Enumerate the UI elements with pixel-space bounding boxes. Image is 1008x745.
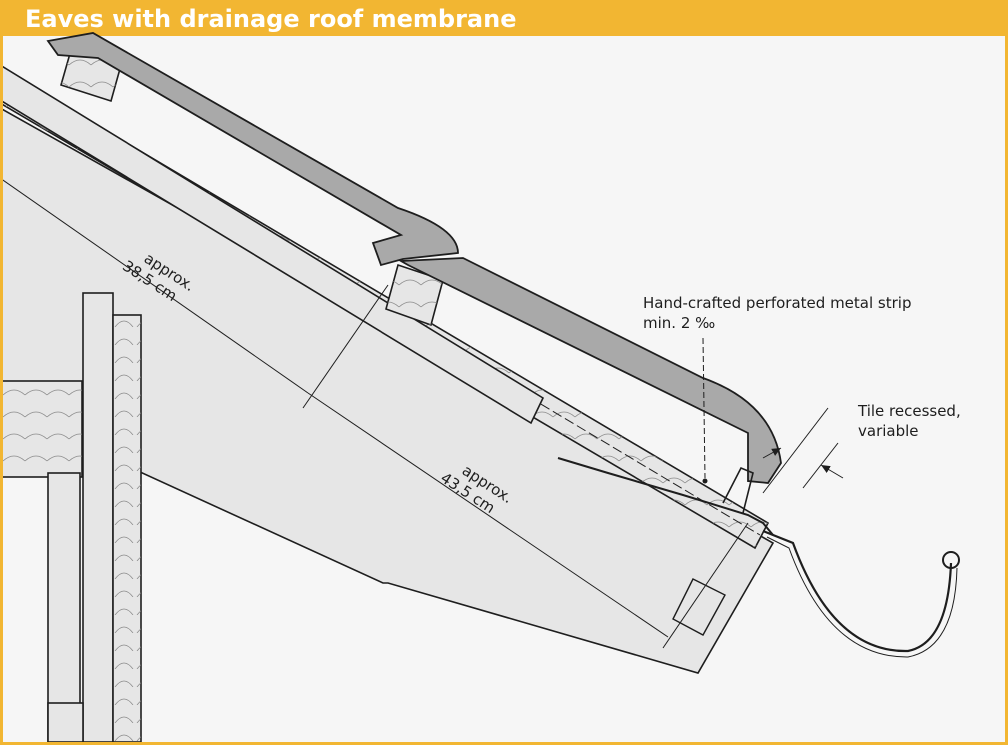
perforated-metal-strip [557, 457, 774, 536]
dimension-upper [3, 179, 389, 409]
strip-label-line2: min. 2 ‰ [643, 314, 715, 332]
dimension-tile-recess [762, 407, 844, 494]
gutter [762, 529, 960, 658]
dimension-lower [307, 392, 749, 649]
ceiling-beam [3, 380, 83, 478]
strip-label-line1: Hand-crafted perforated metal strip [643, 294, 911, 312]
wall-studs [47, 292, 142, 742]
tile-label-line2: variable [858, 422, 919, 440]
fascia-board [672, 578, 726, 636]
roof-tile-lower [397, 257, 782, 484]
strip-leader-line [702, 337, 706, 479]
roof-tile-upper [46, 32, 459, 267]
title-bar: Eaves with drainage roof membrane [3, 3, 1005, 36]
vent-comb [722, 466, 754, 514]
rafter [3, 108, 775, 674]
strip-leader-dot [702, 478, 708, 484]
eaves-drawing: approx. 38,5 cm approx. 43,5 cm Hand-cra… [3, 32, 961, 742]
tile-label-line1: Tile recessed, [857, 402, 961, 420]
page-title: Eaves with drainage roof membrane [25, 5, 517, 33]
counter-batten [3, 65, 545, 425]
